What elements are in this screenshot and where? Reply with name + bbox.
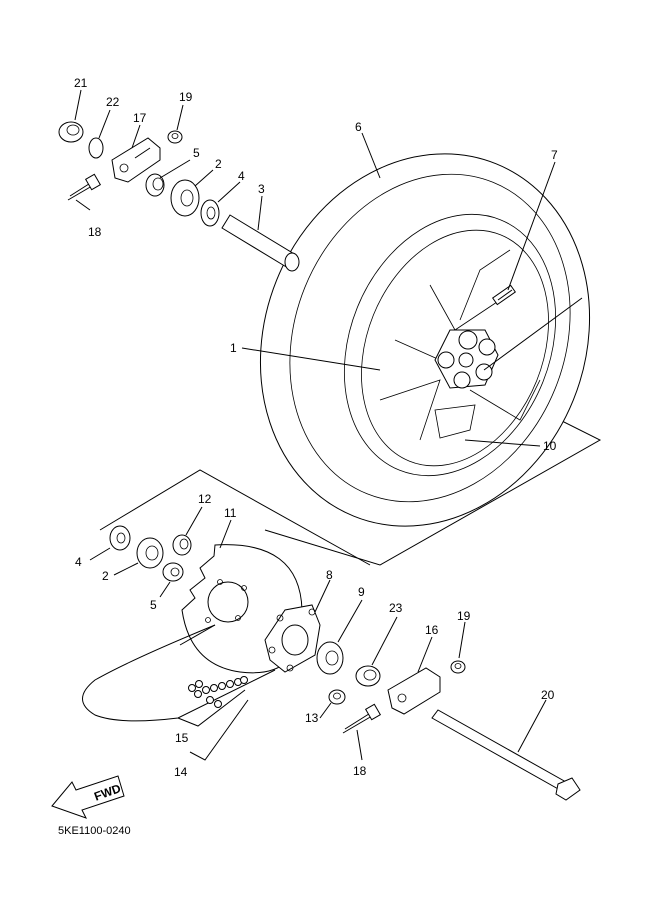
chain-puller-17 xyxy=(111,137,161,183)
callout-21: 21 xyxy=(74,76,88,90)
collar-12 xyxy=(172,534,192,556)
valve-label-plate xyxy=(434,404,476,439)
callout-18-lower: 18 xyxy=(353,764,367,778)
callout-4-lower: 4 xyxy=(75,555,82,569)
callout-19-upper: 19 xyxy=(179,90,193,104)
forward-arrow-icon: FWD xyxy=(51,775,125,819)
collar-5-upper xyxy=(145,173,165,197)
joint-bracket-15 xyxy=(177,689,246,727)
callout-2-upper: 2 xyxy=(215,157,222,171)
axle-20 xyxy=(431,709,581,801)
bolt-18-lower xyxy=(342,703,382,734)
callout-12: 12 xyxy=(198,492,212,506)
bolt-18-upper xyxy=(67,173,102,201)
nut-21 xyxy=(58,121,84,143)
callout-19-lower: 19 xyxy=(457,609,471,623)
leader-lines xyxy=(74,89,583,761)
sprocket-hub-8 xyxy=(264,604,321,673)
callout-20: 20 xyxy=(541,688,555,702)
bearing-2-lower xyxy=(136,537,164,569)
cast-wheel xyxy=(379,249,541,441)
callout-5-lower: 5 xyxy=(150,598,157,612)
collar-5-lower xyxy=(162,562,184,582)
callout-14: 14 xyxy=(174,765,188,779)
callout-23: 23 xyxy=(389,601,403,615)
callout-2-lower: 2 xyxy=(102,569,109,583)
callout-1: 1 xyxy=(230,341,237,355)
nut-19-upper xyxy=(167,130,183,144)
nut-13 xyxy=(328,689,346,705)
callout-6: 6 xyxy=(355,120,362,134)
bearing-2-upper xyxy=(170,179,200,217)
drive-chain xyxy=(82,624,276,722)
diagram-code: 5KE1100-0240 xyxy=(58,825,131,837)
tire xyxy=(259,153,591,527)
chain-joint xyxy=(188,676,248,708)
nut-19-lower xyxy=(450,660,466,674)
callout-15: 15 xyxy=(175,731,189,745)
joint-bracket-14 xyxy=(189,699,249,761)
callout-7: 7 xyxy=(551,148,558,162)
callout-5-upper: 5 xyxy=(193,146,200,160)
callout-9: 9 xyxy=(358,585,365,599)
collar-23 xyxy=(355,665,381,687)
valve-stem xyxy=(491,284,517,306)
callout-3: 3 xyxy=(258,182,265,196)
callout-13: 13 xyxy=(305,711,319,725)
oil-seal-4-upper xyxy=(200,199,220,227)
callout-4-upper: 4 xyxy=(238,169,245,183)
callout-18-upper: 18 xyxy=(88,225,102,239)
sprocket-plane-outline xyxy=(99,469,371,566)
callout-22: 22 xyxy=(106,95,120,109)
callout-17: 17 xyxy=(133,111,147,125)
washer-22 xyxy=(88,137,104,159)
chain-puller-16 xyxy=(387,667,441,715)
callout-11: 11 xyxy=(224,506,237,520)
callout-10: 10 xyxy=(543,439,557,453)
callout-16: 16 xyxy=(425,623,439,637)
bearing-9 xyxy=(316,641,344,675)
callout-labels: 21 22 17 19 5 2 4 3 6 7 1 10 18 12 11 4 … xyxy=(74,76,558,779)
oil-seal-4-lower xyxy=(109,525,131,551)
spacer-3 xyxy=(221,214,300,272)
callout-8: 8 xyxy=(326,568,333,582)
